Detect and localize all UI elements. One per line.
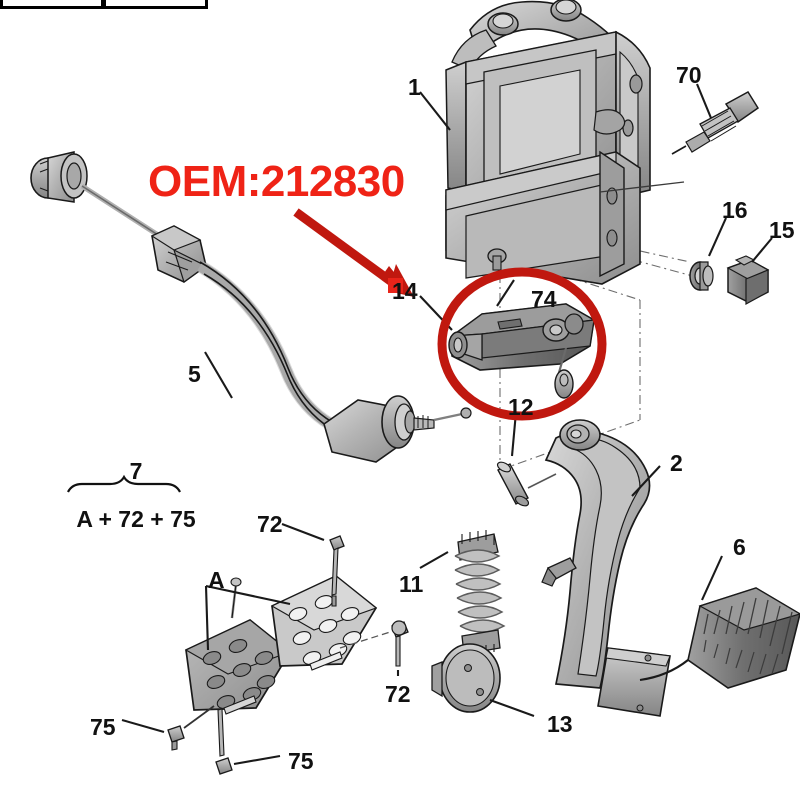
part-cap-13 [431,643,501,713]
callout-A: A [208,567,225,593]
callout-13: 13 [547,711,573,737]
part-14-red-marker [388,278,403,293]
leader-72-top [281,523,325,541]
callout-16: 16 [722,197,748,223]
part-rubber-pad-6 [687,587,800,689]
part-screw-72-top [329,535,345,607]
callout-1: 1 [408,74,421,100]
brace-7 [67,474,181,493]
leader-16 [708,217,727,257]
part-cable-5 [30,151,472,463]
callout-75-left: 75 [90,714,116,740]
leader-2 [631,465,661,497]
leader-5 [204,351,233,399]
leader-11 [419,551,449,569]
leader-15 [751,237,773,263]
top-frame-box-left [0,0,106,9]
callout-72-top: 72 [257,511,283,537]
callout-74: 74 [531,286,557,312]
part-clip-75-left [167,705,215,751]
leader-75-bottom [233,754,281,766]
part-bracket-1 [445,0,685,285]
leader-75-left [121,718,165,734]
part-bolt-70 [671,91,760,155]
callout-5: 5 [188,361,201,387]
part-washer-16 [689,261,714,291]
leader-70 [696,83,712,119]
leader-13 [489,699,535,717]
part-pin-12 [496,461,557,507]
bracket-note: 7 A + 72 + 75 [46,458,226,533]
callout-75-bottom: 75 [288,748,314,774]
part-pedal-arm-2 [541,419,671,717]
leader-A-left [204,585,210,651]
leader-74 [496,279,515,307]
part-clip-75-bottom [215,708,233,775]
bracket-note-number: 7 [129,458,143,484]
oem-annotation-text: OEM:212830 [148,157,405,206]
callout-2: 2 [670,450,683,476]
part-switch-15 [726,255,770,306]
leader-6b [639,659,689,682]
top-frame-box-right [101,0,208,9]
leader-6 [701,555,723,601]
highlight-ellipse [437,267,607,421]
callout-12: 12 [508,394,534,420]
callout-70: 70 [676,62,702,88]
callout-72-bottom: 72 [385,681,411,707]
leader-A-right [205,584,291,606]
callout-11: 11 [399,571,424,597]
callout-15: 15 [769,217,795,243]
part-pads-A [184,575,378,715]
bracket-note-expression: A + 72 + 75 [76,506,196,532]
small-part-left [391,620,407,636]
part-spring-11 [454,530,506,656]
callout-6: 6 [733,534,746,560]
callout-14: 14 [392,278,418,304]
leader-1 [419,91,451,131]
part-link-14-74 [448,303,597,399]
